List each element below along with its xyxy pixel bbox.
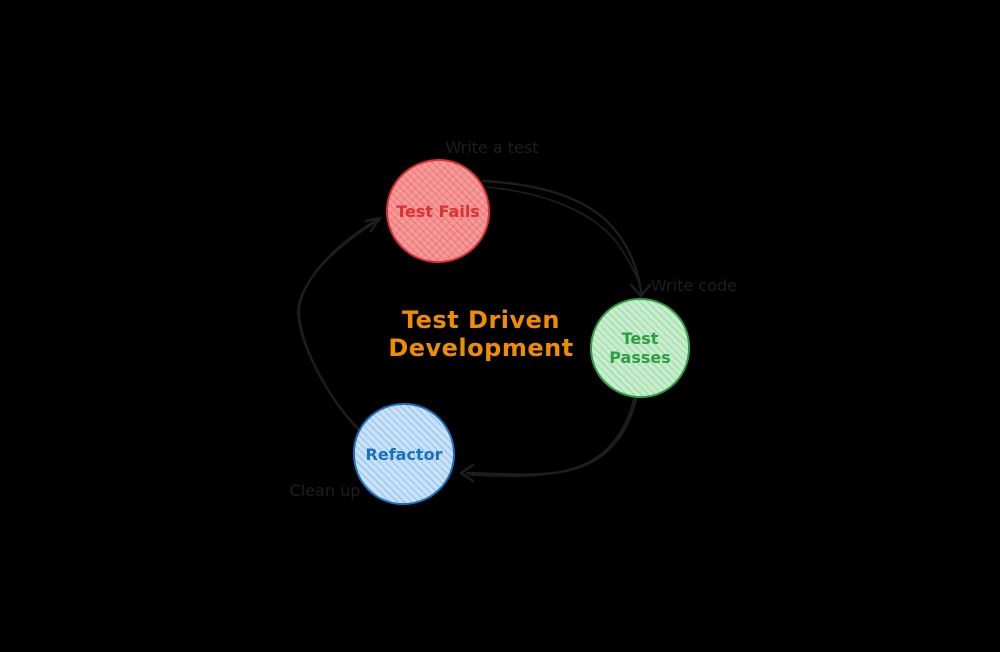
node-test-passes: Test Passes [590,298,690,398]
edge-label-write-code: Write code [651,276,737,295]
diagram-title-line1: Test Driven [401,306,561,334]
diagram-title: Test Driven Development [356,306,606,362]
arrowhead-into-test-fails [364,216,382,233]
edge-test-passes-to-refactor [459,397,638,483]
edge-label-clean-up: Clean up [289,481,361,500]
edge-label-write-a-test: Write a test [445,138,539,157]
node-test-fails-label: Test Fails [396,201,480,221]
arrowhead-into-refactor [459,463,475,483]
edge-refactor-to-test-fails [297,216,382,431]
node-refactor-label: Refactor [365,444,443,464]
arrowhead-into-test-passes [629,283,652,298]
edge-test-fails-to-test-passes [481,179,652,298]
node-refactor: Refactor [353,403,455,505]
node-test-fails: Test Fails [386,159,490,263]
node-test-passes-label: Test Passes [609,329,671,367]
diagram-title-line2: Development [388,334,574,362]
